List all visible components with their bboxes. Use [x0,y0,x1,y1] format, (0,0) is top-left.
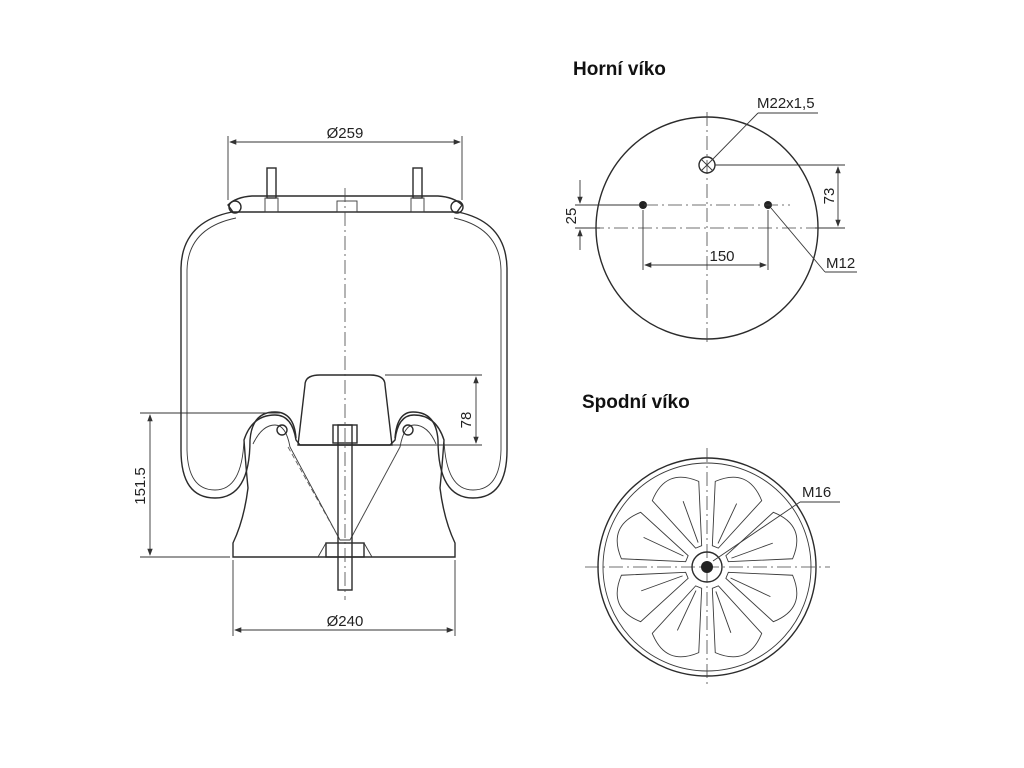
dim-bottom-diameter: Ø240 [232,560,456,636]
rib-petal [711,585,763,658]
piston-bead-right [402,424,414,436]
svg-text:78: 78 [458,412,475,429]
rib-spoke [730,577,771,598]
label-top-thread: M22x1,5 [757,95,815,112]
top-stud-left [639,201,647,209]
piston-bead-left [276,424,288,436]
rib-spoke [731,542,773,559]
bottom-center-hub [691,551,723,583]
rib-petal [725,571,798,623]
svg-text:Ø259: Ø259 [327,125,364,142]
rib-spoke [717,503,738,544]
top-crimp-left [228,200,242,214]
air-port [336,200,358,213]
rib-petal [725,511,798,563]
rib-petal [711,476,763,549]
dim-port-offset: 73 [715,164,845,229]
top-cover-title: Horní víko [573,59,666,80]
rib-spoke [676,590,697,631]
rib-petal [616,511,689,563]
bottom-cover-ribs [616,476,798,658]
bottom-cover-title: Spodní víko [582,392,690,413]
top-crimp-right [450,200,464,214]
svg-text:Ø240: Ø240 [327,613,364,630]
svg-text:25: 25 [563,208,580,225]
label-stud-thread: M12 [826,255,855,272]
rib-petal [616,571,689,623]
dim-top-diameter: Ø259 [227,125,463,200]
stud-left [264,167,279,213]
bottom-cover-view: M16 [585,448,840,688]
dim-stud-offset: 25 [563,180,640,250]
rib-spoke [641,575,683,592]
svg-text:73: 73 [821,188,838,205]
svg-text:150: 150 [709,248,734,265]
rib-spoke [715,591,732,633]
side-view: Ø259 Ø240 151.5 78 [132,125,508,636]
stud-right [410,167,425,213]
rib-petal [651,585,703,658]
svg-text:151.5: 151.5 [132,467,149,505]
rib-petal [651,476,703,549]
bellows [180,211,508,499]
dim-stud-spacing: 150 [642,210,769,270]
bottom-center-hole [701,561,713,573]
rib-spoke [682,501,699,543]
dim-piston-height: 78 [385,374,482,446]
top-cover-view: M22x1,5 150 M12 25 73 [563,95,857,345]
label-bottom-thread: M16 [802,484,831,501]
piston-body [232,414,456,558]
rib-spoke [643,536,684,557]
bump-stop [297,374,393,446]
dim-height: 151.5 [132,412,280,558]
